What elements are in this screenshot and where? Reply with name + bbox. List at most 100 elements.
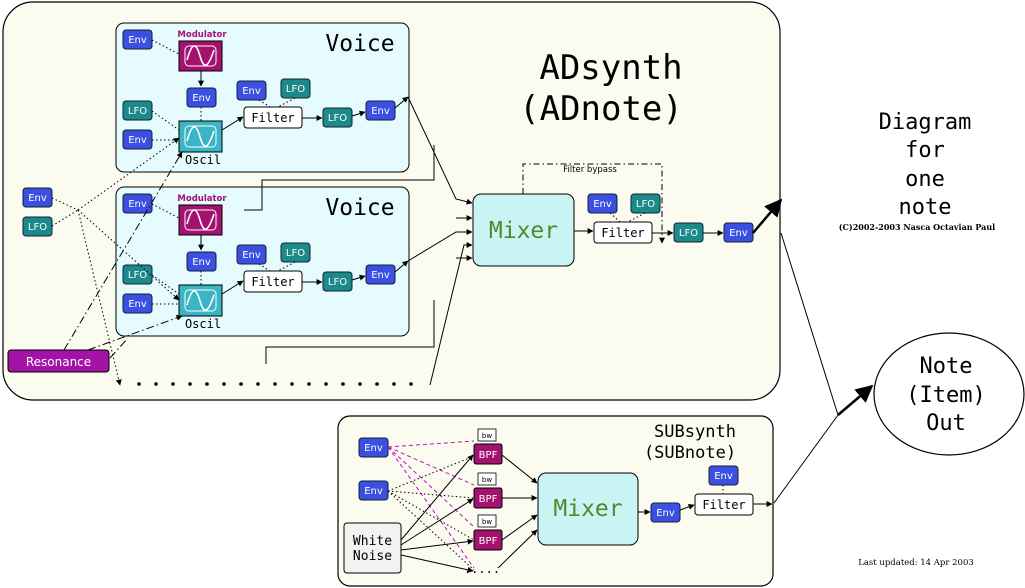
svg-text:LFO: LFO [328,113,347,124]
svg-text:LFO: LFO [286,84,305,95]
caption-copyright: (C)2002-2003 Nasca Octavian Paul [839,222,995,232]
svg-text:Mixer: Mixer [553,496,622,522]
caption-line-2: for [905,138,945,163]
svg-text:bw: bw [482,518,492,526]
lfo-chip: LFO [280,242,311,263]
filter-bypass-label: Filter bypass [563,165,617,175]
env-chip: Env [186,251,217,272]
env-chip: Env [122,129,153,150]
svg-text:LFO: LFO [679,228,698,239]
env-chip: Env [723,222,754,243]
bpf-block: bw BPF [473,472,503,509]
env-chip: Env [650,502,681,523]
subsynth-title-line1: SUBsynth [654,422,736,442]
env-chip: Env [365,100,396,121]
voice-title-2: Voice [325,195,394,221]
svg-text:Env: Env [242,86,261,97]
subsynth-connections [387,440,538,573]
svg-text:Filter: Filter [251,111,294,125]
svg-text:Env: Env [656,508,675,519]
env-chip: Env [22,187,53,208]
modulator-label-2: Modulator [177,194,227,204]
filter-block: Filter [694,493,754,516]
svg-text:Filter: Filter [251,275,294,289]
env-chip: Env [236,244,267,265]
output-connections [773,232,874,504]
svg-text:Env: Env [371,106,390,117]
filter-block: Filter [593,221,653,244]
svg-text:Env: Env [192,93,211,104]
resonance-block: Resonance [7,349,110,373]
svg-text:Env: Env [128,199,147,210]
svg-text:LFO: LFO [636,199,655,210]
svg-text:White: White [353,534,392,549]
svg-text:Env: Env [364,443,383,454]
svg-text:LFO: LFO [128,270,147,281]
modulator-block [178,40,223,72]
last-updated: Last updated: 14 Apr 2003 [858,558,974,568]
svg-text:Filter: Filter [601,226,644,240]
svg-text:BPF: BPF [479,494,498,505]
svg-text:Env: Env [242,250,261,261]
lfo-chip: LFO [22,216,53,237]
lfo-chip: LFO [122,100,153,121]
svg-text:Filter: Filter [702,498,745,512]
note-out-ellipse [873,332,1025,456]
modulator-label-1: Modulator [177,30,227,40]
oscil-label-2: Oscil [185,317,221,331]
oscil-block [178,120,223,153]
caption-line-4: note [899,195,952,220]
env-chip: Env [122,29,153,50]
svg-text:Resonance: Resonance [26,355,91,369]
lfo-chip: LFO [322,271,353,292]
bpf-block: bw BPF [473,514,503,551]
white-noise-block: White Noise [343,522,402,574]
oscil-label-1: Oscil [185,153,221,167]
voice-2-connections [151,203,409,305]
more-voices-dots [137,382,413,386]
caption-line-3: one [905,167,945,192]
bpf-block: bw BPF [473,428,503,465]
svg-text:bw: bw [482,432,492,440]
voice-1-connections [151,39,409,141]
voice-to-mixer-lines [244,96,473,386]
svg-text:Env: Env [128,135,147,146]
env-chip: Env [358,437,389,458]
caption-line-1: Diagram [879,110,972,135]
svg-text:Noise: Noise [353,549,392,564]
subsynth-output-connections [638,485,773,515]
svg-text:Env: Env [128,299,147,310]
env-chip: Env [122,193,153,214]
env-chip: Env [587,193,618,214]
adsynth-output-connections [574,198,783,236]
env-chip: Env [186,87,217,108]
note-out-line-3: Out [926,411,966,436]
svg-text:Env: Env [28,193,47,204]
env-chip: Env [365,264,396,285]
env-chip: Env [358,480,389,501]
filter-bypass-path [522,163,665,244]
lfo-chip: LFO [630,193,661,214]
svg-text:Env: Env [192,257,211,268]
subsynth-mixer: Mixer [537,472,639,546]
note-out-line-1: Note [920,354,973,379]
svg-text:Env: Env [714,471,733,482]
svg-text:BPF: BPF [479,450,498,461]
env-chip: Env [236,80,267,101]
filter-block: Filter [243,106,303,129]
adsynth-mixer: Mixer [472,193,575,267]
lfo-chip: LFO [673,222,704,243]
subsynth-more-dots: ..... [464,562,500,576]
oscil-block [178,284,223,317]
svg-text:LFO: LFO [328,277,347,288]
subsynth-title-line2: (SUBnote) [644,443,736,463]
svg-text:LFO: LFO [128,106,147,117]
adsynth-title-line2: (ADnote) [519,89,683,129]
svg-text:Env: Env [729,228,748,239]
svg-text:LFO: LFO [28,222,47,233]
modulator-block [178,204,223,236]
svg-text:Env: Env [593,199,612,210]
svg-text:Env: Env [128,35,147,46]
global-connections [51,137,183,386]
